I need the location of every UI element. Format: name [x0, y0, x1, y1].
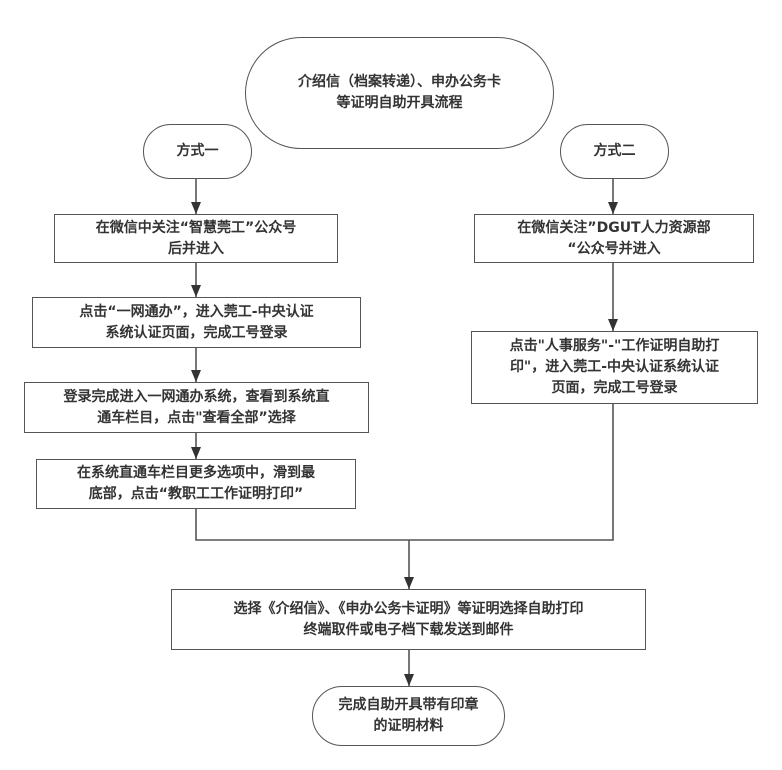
method-1-node: 方式一 — [143, 124, 252, 179]
step-2-2-text: 点击"人事服务"-"工作证明自助打 印"，进入莞工-中央认证系统认证 页面，完成… — [509, 338, 720, 396]
step-2-1-text: 在微信关注”DGUT人力资源部 “公众号并进入 — [517, 219, 711, 257]
method-1-label: 方式一 — [176, 143, 219, 159]
edge-merge-down-arrowhead — [404, 577, 414, 589]
merge-step-box: 选择《介绍信》、《申办公务卡证明》等证明选择自助打印 终端取件或电子档下载发送到… — [171, 589, 646, 650]
end-node: 完成自助开具带有印章 的证明材料 — [312, 686, 505, 746]
edge-r-step1-step2-arrowhead — [608, 319, 618, 331]
edge-branches-merge-line — [195, 404, 614, 541]
edge-method1-step1-arrowhead — [191, 202, 201, 214]
end-node-text: 完成自助开具带有印章 的证明材料 — [338, 697, 479, 734]
step-1-2-box: 点击“一网通办”，进入莞工-中央认证 系统认证页面，完成工号登录 — [32, 297, 361, 348]
edge-merge-end-arrowhead — [404, 674, 414, 686]
edge-step2-step3-arrowhead — [191, 370, 201, 382]
step-1-4-text: 在系统直通车栏目更多选项中，滑到最 底部，点击“教职工工作证明打印” — [77, 465, 315, 502]
step-2-2-box: 点击"人事服务"-"工作证明自助打 印"，进入莞工-中央认证系统认证 页面，完成… — [471, 331, 758, 404]
step-1-1-text: 在微信中关注“智慧莞工”公众号 后并进入 — [95, 219, 297, 257]
edge-step1-step2-arrowhead — [191, 285, 201, 297]
method-2-node: 方式二 — [560, 124, 669, 179]
step-1-1-box: 在微信中关注“智慧莞工”公众号 后并进入 — [54, 214, 338, 263]
step-1-2-text: 点击“一网通办”，进入莞工-中央认证 系统认证页面，完成工号登录 — [79, 303, 314, 341]
merge-step-text: 选择《介绍信》、《申办公务卡证明》等证明选择自助打印 终端取件或电子档下载发送到… — [233, 600, 584, 638]
step-1-3-box: 登录完成进入一网通办系统，查看到系统直 通车栏目，点击"查看全部”选择 — [24, 382, 369, 433]
method-2-label: 方式二 — [593, 143, 636, 159]
step-1-4-box: 在系统直通车栏目更多选项中，滑到最 底部，点击“教职工工作证明打印” — [36, 459, 356, 509]
title-node: 介绍信（档案转递）、申办公务卡 等证明自助开具流程 — [245, 37, 554, 149]
edge-method2-step1-arrowhead — [608, 202, 618, 214]
edge-step3-step4-arrowhead — [191, 447, 201, 459]
step-2-1-box: 在微信关注”DGUT人力资源部 “公众号并进入 — [474, 214, 754, 263]
step-1-3-text: 登录完成进入一网通办系统，查看到系统直 通车栏目，点击"查看全部”选择 — [63, 388, 330, 426]
title-node-text: 介绍信（档案转递）、申办公务卡 等证明自助开具流程 — [298, 74, 501, 111]
